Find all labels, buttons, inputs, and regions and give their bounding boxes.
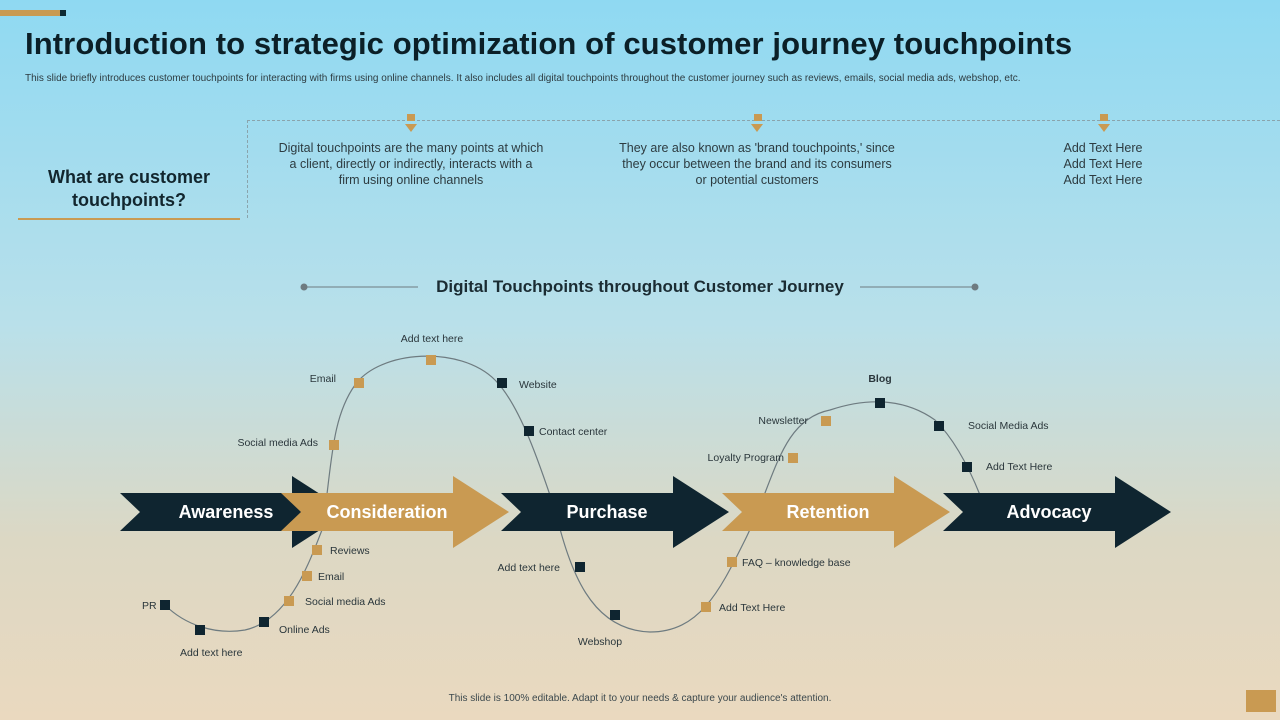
slide-subtitle: This slide briefly introduces customer t…: [25, 73, 1021, 84]
intro-column-3: Add Text Here Add Text Here Add Text Her…: [953, 140, 1253, 188]
intro-column-1-line-1: Digital touchpoints are the many points …: [278, 141, 544, 155]
touchpoint-label-1: PR: [142, 600, 157, 612]
dashed-divider-vertical: [247, 120, 248, 218]
touchpoint-node-10: [497, 378, 507, 388]
column-marker-1-arrow: [405, 124, 417, 132]
column-marker-2: [754, 114, 762, 121]
stage-label-advocacy: Advocacy: [1006, 502, 1091, 522]
touchpoint-node-5: [302, 571, 312, 581]
column-marker-2-arrow: [751, 124, 763, 132]
touchpoint-label-20: Add Text Here: [986, 461, 1053, 473]
stage-label-retention: Retention: [787, 502, 870, 522]
column-marker-3: [1100, 114, 1108, 121]
touchpoint-node-17: [821, 416, 831, 426]
intro-column-3-line-3: Add Text Here: [1063, 173, 1143, 187]
stage-label-awareness: Awareness: [179, 502, 274, 522]
touchpoint-node-9: [426, 355, 436, 365]
intro-column-1-line-3: firm using online channels: [338, 173, 484, 187]
touchpoint-node-3: [259, 617, 269, 627]
touchpoint-label-4: Social media Ads: [305, 596, 386, 608]
journey-title-dot-left: [300, 283, 308, 291]
stage-arrow-consideration: [281, 476, 509, 548]
touchpoint-node-18: [875, 398, 885, 408]
touchpoint-label-6: Reviews: [330, 545, 370, 557]
question-heading: What are customer touchpoints?: [47, 167, 211, 210]
touchpoint-node-11: [524, 426, 534, 436]
dashed-divider: [247, 120, 1280, 121]
touchpoint-node-14: [701, 602, 711, 612]
touchpoint-node-15: [727, 557, 737, 567]
journey-title: Digital Touchpoints throughout Customer …: [436, 277, 844, 296]
touchpoint-node-2: [195, 625, 205, 635]
touchpoint-label-19: Social Media Ads: [968, 420, 1049, 432]
touchpoint-node-6: [312, 545, 322, 555]
question-underline: [18, 218, 240, 220]
column-markers: [405, 114, 1110, 132]
corner-accent: [1246, 690, 1276, 712]
touchpoint-label-5: Email: [318, 571, 344, 583]
column-marker-1: [407, 114, 415, 121]
intro-column-1-line-2: a client, directly or indirectly, intera…: [289, 157, 533, 171]
touchpoint-label-7: Social media Ads: [237, 437, 318, 449]
stage-label-consideration: Consideration: [326, 502, 447, 522]
touchpoint-label-16: Loyalty Program: [708, 452, 785, 464]
touchpoint-label-17: Newsletter: [758, 415, 808, 427]
column-marker-3-arrow: [1098, 124, 1110, 132]
touchpoint-node-19: [934, 421, 944, 431]
touchpoint-label-8: Email: [310, 373, 336, 385]
intro-column-1: Digital touchpoints are the many points …: [261, 140, 561, 188]
stage-arrow-advocacy: [943, 476, 1171, 548]
touchpoint-node-20: [962, 462, 972, 472]
stage-arrow-retention: [722, 476, 950, 548]
intro-column-2-line-2: they occur between the brand and its con…: [622, 157, 892, 171]
touchpoint-label-10: Website: [519, 379, 557, 391]
touchpoint-node-8: [354, 378, 364, 388]
footer-note: This slide is 100% editable. Adapt it to…: [448, 693, 832, 704]
touchpoint-node-16: [788, 453, 798, 463]
touchpoint-node-12: [575, 562, 585, 572]
intro-column-2-line-3: or potential customers: [695, 173, 819, 187]
touchpoint-label-11: Contact center: [539, 426, 608, 438]
touchpoint-label-3: Online Ads: [279, 624, 330, 636]
stage-label-purchase: Purchase: [566, 502, 647, 522]
touchpoint-node-4: [284, 596, 294, 606]
stage-arrow-purchase: [501, 476, 729, 548]
touchpoint-label-15: FAQ – knowledge base: [742, 557, 851, 569]
slide-title: Introduction to strategic optimization o…: [25, 26, 1073, 61]
touchpoint-label-13: Webshop: [578, 636, 622, 648]
touchpoint-label-12: Add text here: [498, 562, 561, 574]
touchpoint-node-13: [610, 610, 620, 620]
intro-column-3-line-1: Add Text Here: [1063, 141, 1143, 155]
accent-bar-gold: [0, 10, 60, 16]
intro-column-3-line-2: Add Text Here: [1063, 157, 1143, 171]
touchpoint-label-14: Add Text Here: [719, 602, 786, 614]
touchpoint-node-1: [160, 600, 170, 610]
touchpoint-label-9: Add text here: [401, 333, 464, 345]
journey-title-dot-right: [971, 283, 979, 291]
touchpoint-node-7: [329, 440, 339, 450]
intro-column-2: They are also known as 'brand touchpoint…: [607, 140, 907, 188]
intro-column-2-line-1: They are also known as 'brand touchpoint…: [619, 141, 895, 155]
touchpoint-label-2: Add text here: [180, 647, 243, 659]
touchpoint-label-18: Blog: [868, 373, 891, 385]
